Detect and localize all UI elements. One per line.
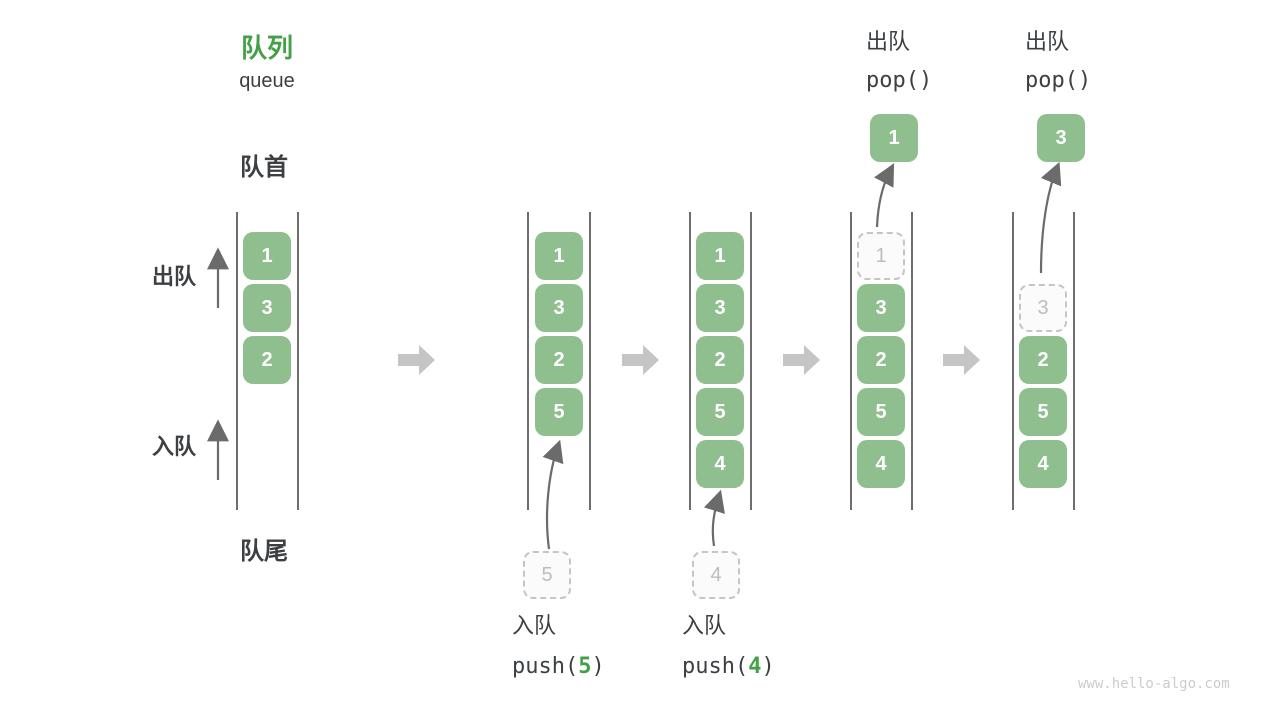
queue-container-walls xyxy=(236,212,1075,510)
queue-element: 3 xyxy=(696,284,744,332)
code-fn: push( xyxy=(512,654,579,679)
enqueue-side-label: 入队 xyxy=(152,434,197,459)
watermark: www.hello-algo.com xyxy=(1078,676,1230,692)
diagram-title-zh: 队列 xyxy=(240,33,293,63)
enqueue-arrow-icon xyxy=(542,439,564,550)
incoming-element-ghost: 5 xyxy=(523,551,571,599)
queue-element: 4 xyxy=(1019,440,1067,488)
code-close: ) xyxy=(761,654,775,679)
dequeue-op-code: pop() xyxy=(866,68,933,93)
dequeue-side-label: 出队 xyxy=(152,264,197,289)
code-close: ) xyxy=(591,654,605,679)
enqueue-op-code: push(5) xyxy=(512,652,605,682)
incoming-element-ghost: 4 xyxy=(692,551,740,599)
diagram-title-en: queue xyxy=(239,70,295,92)
queue-element: 2 xyxy=(1019,336,1067,384)
dequeue-arrow-icon xyxy=(1039,161,1062,274)
dequeue-op-label: 出队 xyxy=(866,29,911,54)
queue-element: 3 xyxy=(535,284,583,332)
queue-element: 5 xyxy=(857,388,905,436)
dequeue-op-code: pop() xyxy=(1025,68,1092,93)
enqueue-op-label: 入队 xyxy=(512,613,557,638)
removed-element-ghost: 3 xyxy=(1019,284,1067,332)
code-arg: 5 xyxy=(578,654,592,679)
dequeue-arrow-icon xyxy=(874,163,895,228)
dequeue-op-label: 出队 xyxy=(1025,29,1070,54)
enqueue-arrow-icon xyxy=(703,489,725,547)
queue-element: 2 xyxy=(696,336,744,384)
queue-element: 5 xyxy=(535,388,583,436)
queue-element: 5 xyxy=(696,388,744,436)
queue-element: 1 xyxy=(243,232,291,280)
code-fn: push( xyxy=(682,654,749,679)
queue-element: 5 xyxy=(1019,388,1067,436)
queue-element: 4 xyxy=(696,440,744,488)
queue-element: 3 xyxy=(857,284,905,332)
enqueue-op-label: 入队 xyxy=(682,613,727,638)
queue-front-label: 队首 xyxy=(240,154,288,181)
queue-element: 2 xyxy=(243,336,291,384)
queue-element: 1 xyxy=(696,232,744,280)
queue-element: 2 xyxy=(535,336,583,384)
code-arg: 4 xyxy=(748,654,762,679)
popped-element: 3 xyxy=(1037,114,1085,162)
enqueue-op-code: push(4) xyxy=(682,652,775,682)
queue-element: 2 xyxy=(857,336,905,384)
queue-element: 4 xyxy=(857,440,905,488)
queue-rear-label: 队尾 xyxy=(240,538,288,565)
queue-element: 1 xyxy=(535,232,583,280)
popped-element: 1 xyxy=(870,114,918,162)
queue-element: 3 xyxy=(243,284,291,332)
removed-element-ghost: 1 xyxy=(857,232,905,280)
